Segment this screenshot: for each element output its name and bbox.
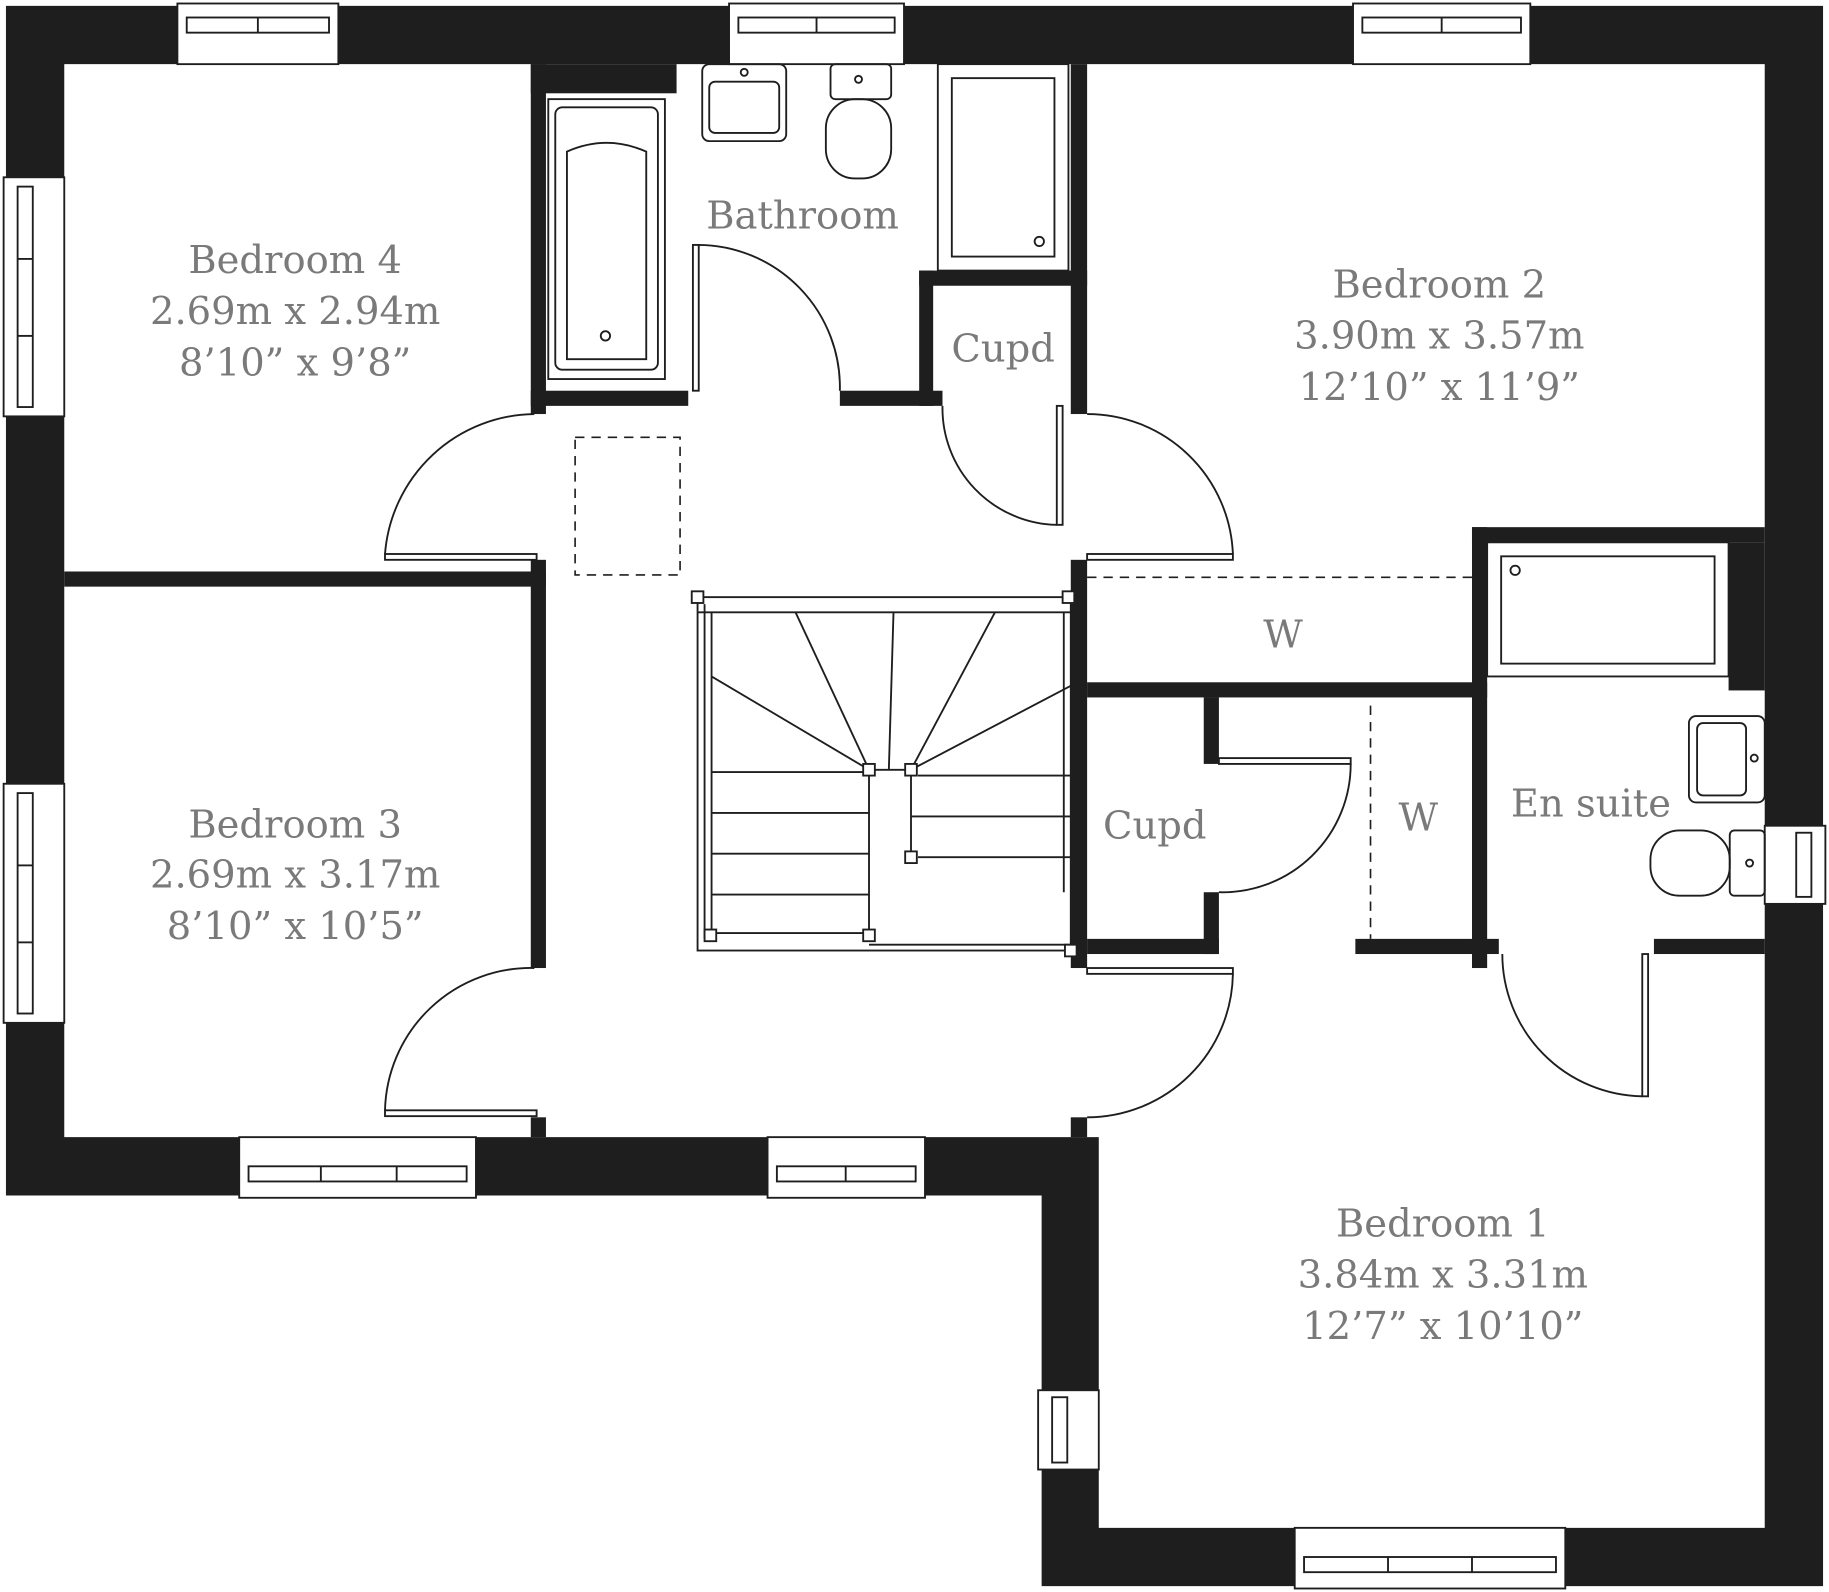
room-size-metric: 2.69m x 2.94m	[150, 289, 440, 334]
door-cupd-top	[941, 404, 1064, 526]
room-bedroom3: Bedroom 3 2.69m x 3.17m 8’10” x 10’5”	[150, 802, 440, 948]
window	[1293, 1526, 1567, 1590]
room-name: Bedroom 1	[1336, 1201, 1550, 1246]
door-bathroom	[691, 243, 841, 392]
room-name: Bedroom 2	[1333, 262, 1547, 307]
door-cupd-lower	[1217, 757, 1352, 894]
room-size-metric: 2.69m x 3.17m	[150, 853, 440, 898]
sink-en-suite	[1687, 715, 1766, 804]
window	[766, 1136, 926, 1199]
room-cupd-top: Cupd	[951, 327, 1054, 372]
room-bedroom2: Bedroom 2 3.90m x 3.57m 12’10” x 11’9”	[1294, 262, 1584, 410]
room-size-imperial: 12’10” x 11’9”	[1299, 365, 1580, 410]
room-size-metric: 3.84m x 3.31m	[1298, 1253, 1588, 1298]
room-size-imperial: 12’7” x 10’10”	[1302, 1304, 1583, 1349]
door-bedroom1	[1086, 967, 1234, 1119]
toilet-bathroom	[824, 63, 893, 180]
room-size-imperial: 8’10” x 9’8”	[179, 341, 411, 386]
window	[1037, 1389, 1100, 1471]
room-bathroom: Bathroom	[706, 194, 899, 239]
room-name: Bedroom 4	[188, 238, 402, 283]
doors	[384, 243, 1650, 1119]
bath-en-suite	[1486, 541, 1730, 678]
sink-bathroom	[701, 63, 788, 143]
window	[1352, 2, 1532, 66]
interior-walls	[64, 64, 1765, 1138]
shower-tray	[936, 63, 1070, 272]
window	[2, 782, 66, 1024]
window	[1763, 824, 1827, 905]
room-bedroom4: Bedroom 4 2.69m x 2.94m 8’10” x 9’8”	[150, 238, 440, 386]
door-bedroom4	[384, 413, 538, 561]
room-wardrobe-lower: W	[1399, 795, 1439, 840]
door-bedroom3	[384, 967, 538, 1118]
bath-bathroom	[547, 98, 666, 380]
staircase	[690, 590, 1078, 958]
door-en-suite	[1501, 953, 1650, 1098]
room-size-imperial: 8’10” x 10’5”	[167, 904, 424, 949]
door-bedroom2	[1086, 413, 1234, 561]
room-wardrobe-top: W	[1263, 612, 1303, 657]
toilet-en-suite	[1649, 829, 1766, 897]
window	[728, 2, 905, 66]
room-cupd-lower: Cupd	[1103, 804, 1206, 849]
window	[176, 2, 340, 66]
room-size-metric: 3.90m x 3.57m	[1294, 314, 1584, 359]
room-en-suite: En suite	[1511, 781, 1671, 826]
window	[238, 1136, 477, 1199]
room-bedroom1: Bedroom 1 3.84m x 3.31m 12’7” x 10’10”	[1298, 1201, 1588, 1349]
room-name: Bedroom 3	[188, 802, 402, 847]
window	[2, 176, 66, 418]
loft-hatch	[574, 436, 681, 576]
